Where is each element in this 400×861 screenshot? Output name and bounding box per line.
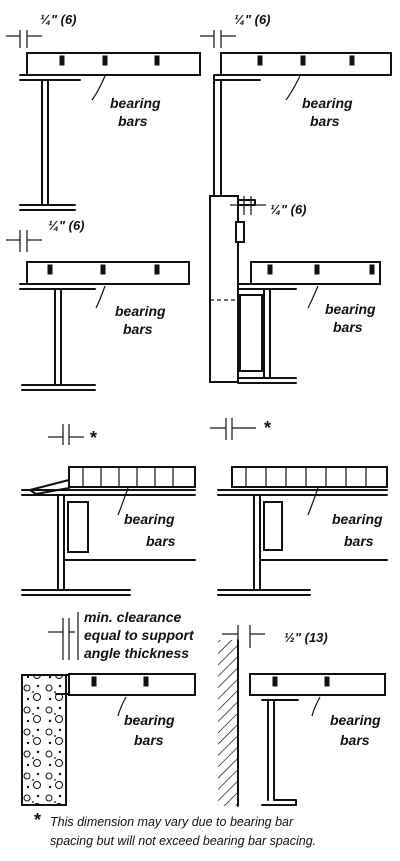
bearing-bar-notch xyxy=(272,676,278,687)
leader-line xyxy=(307,285,319,309)
support-angle xyxy=(29,479,70,495)
bearing-label: bearing xyxy=(124,712,175,728)
dim-quarter-label: ¼" (6) xyxy=(234,12,271,27)
bearing-bar-notch xyxy=(257,55,263,66)
clearance-note-line-2: equal to support xyxy=(84,627,195,643)
i-beam xyxy=(19,74,81,211)
footnote-line-2: spacing but will not exceed bearing bar … xyxy=(50,834,316,848)
bearing-bar-notch xyxy=(47,264,53,275)
bearing-bar-notch xyxy=(369,264,375,275)
beam-top-flange xyxy=(21,489,196,496)
clearance-note-line-3: angle thickness xyxy=(84,645,189,661)
bearing-bar-notch xyxy=(59,55,65,66)
bars-label: bars xyxy=(340,732,370,748)
concrete-wall xyxy=(21,674,67,806)
grating-panel xyxy=(68,466,196,488)
bearing-bar-notch xyxy=(324,676,330,687)
bearing-label: bearing xyxy=(332,511,383,527)
leader-line xyxy=(117,696,127,717)
channel-section xyxy=(261,694,299,806)
bearing-bar-notch xyxy=(102,55,108,66)
stiffener-plate xyxy=(263,501,283,551)
i-beam xyxy=(21,494,196,596)
detail-3-beam-flange: ¼" (6) bearing bars xyxy=(6,218,190,391)
bearing-bar-notch xyxy=(154,264,160,275)
bars-label: bars xyxy=(146,533,176,549)
footnote-marker: * xyxy=(90,428,97,448)
leader-line xyxy=(285,75,301,101)
i-beam xyxy=(19,283,96,391)
bars-label: bars xyxy=(123,321,153,337)
stiffener-plate xyxy=(67,501,89,553)
bearing-label: bearing xyxy=(110,95,161,111)
bearing-bar-notch xyxy=(154,55,160,66)
detail-7-concrete-wall: min. clearance equal to support angle th… xyxy=(21,609,196,806)
dim-quarter-label: ¼" (6) xyxy=(40,12,77,27)
leader-line xyxy=(95,285,106,309)
leader-line xyxy=(117,487,129,516)
bearing-bar-notch xyxy=(100,264,106,275)
grating-cross-bars xyxy=(245,467,367,487)
bearing-label: bearing xyxy=(330,712,381,728)
detail-1-beam-flange: ¼" (6) bearing bars xyxy=(6,12,201,211)
grating-panel xyxy=(68,673,196,696)
detail-2-channel: ¼" (6) bearing bars xyxy=(200,12,392,206)
bars-label: bars xyxy=(310,113,340,129)
grating-panel xyxy=(26,261,190,285)
detail-6-grating-on-beam: * bearing bars xyxy=(210,418,388,596)
leader-line xyxy=(311,696,321,717)
bearing-bar-notch xyxy=(349,55,355,66)
bars-label: bars xyxy=(134,732,164,748)
bars-label: bars xyxy=(344,533,374,549)
leader-line xyxy=(91,75,106,101)
bars-label: bars xyxy=(118,113,148,129)
beam-top-flange xyxy=(217,489,388,496)
dim-quarter-label: ¼" (6) xyxy=(48,218,85,233)
grating-panel xyxy=(231,466,388,488)
bearing-bar-notch xyxy=(91,676,97,687)
clip-angle xyxy=(235,221,245,243)
wall-hatching xyxy=(218,640,238,806)
footnote: * This dimension may vary due to bearing… xyxy=(34,810,316,848)
dim-half-label: ½" (13) xyxy=(284,630,328,645)
clearance-note-line-1: min. clearance xyxy=(84,609,181,625)
bearing-bar-notch xyxy=(143,676,149,687)
bearing-label: bearing xyxy=(124,511,175,527)
i-beam xyxy=(237,283,297,384)
leader-line xyxy=(307,487,319,516)
bearing-bar-notch xyxy=(267,264,273,275)
grating-cross-bars xyxy=(82,467,174,487)
bearing-label: bearing xyxy=(325,301,376,317)
channel-section xyxy=(213,74,261,206)
bearing-bar-notch xyxy=(300,55,306,66)
grating-panel xyxy=(249,673,386,696)
footnote-marker: * xyxy=(264,418,271,438)
bearing-label: bearing xyxy=(115,303,166,319)
grating-panel xyxy=(26,52,201,76)
dim-quarter-label: ¼" (6) xyxy=(270,202,307,217)
footnote-line-1: This dimension may vary due to bearing b… xyxy=(50,815,294,829)
i-beam xyxy=(217,494,388,596)
footnote-star: * xyxy=(34,810,41,830)
support-column xyxy=(209,195,239,383)
bearing-label: bearing xyxy=(302,95,353,111)
detail-5-grating-on-angle: * bearing bars xyxy=(21,424,196,596)
grating-panel xyxy=(220,52,392,76)
stiffener-plate xyxy=(239,294,263,372)
detail-8-steel-wall: ½" (13) bearing bars xyxy=(218,625,386,807)
detail-4-beam-with-angle: ¼" (6) bearing bars xyxy=(209,195,381,384)
bearing-bar-notch xyxy=(314,264,320,275)
bars-label: bars xyxy=(333,319,363,335)
